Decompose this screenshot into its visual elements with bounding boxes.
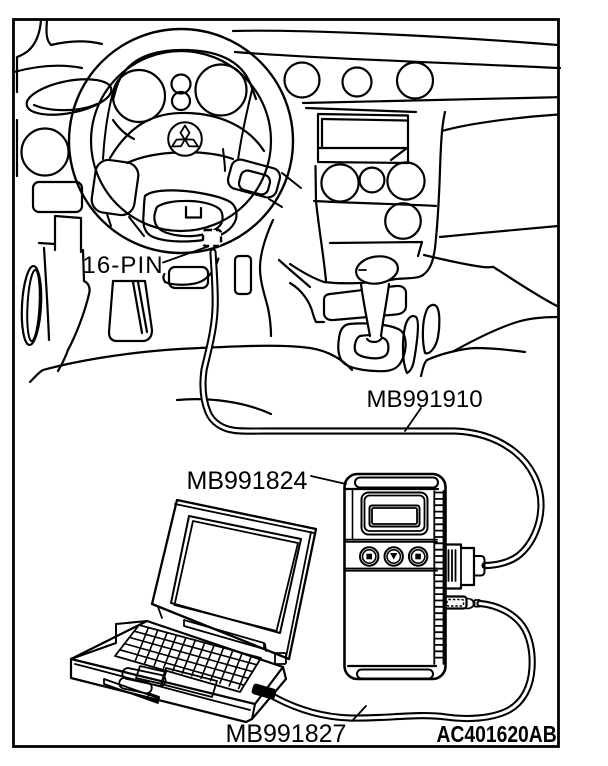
svg-text:MB991824: MB991824 — [187, 467, 308, 495]
svg-text:AC401620AB: AC401620AB — [437, 723, 557, 748]
svg-text:16-PIN: 16-PIN — [82, 252, 163, 279]
svg-text:MB991910: MB991910 — [367, 386, 483, 413]
svg-text:MB991827: MB991827 — [226, 720, 347, 748]
